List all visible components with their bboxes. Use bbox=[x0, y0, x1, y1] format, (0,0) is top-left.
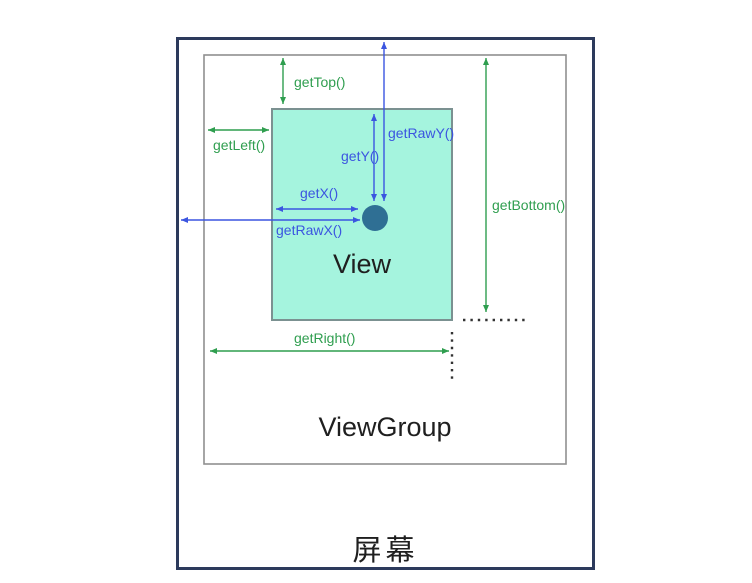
get-y-label: getY() bbox=[341, 148, 380, 164]
view-title: View bbox=[332, 249, 392, 279]
touch-point-dot bbox=[362, 205, 388, 231]
get-left-label: getLeft() bbox=[213, 137, 266, 153]
screen-title: 屏幕 bbox=[352, 535, 419, 567]
view-rect bbox=[271, 108, 453, 321]
get-bottom-label: getBottom() bbox=[492, 197, 566, 213]
get-raw-y-label: getRawY() bbox=[388, 125, 455, 141]
get-raw-x-label: getRawX() bbox=[276, 222, 343, 238]
get-x-label: getX() bbox=[300, 185, 339, 201]
get-top-label: getTop() bbox=[294, 74, 346, 90]
viewgroup-title: ViewGroup bbox=[318, 412, 452, 442]
get-right-label: getRight() bbox=[294, 330, 356, 346]
